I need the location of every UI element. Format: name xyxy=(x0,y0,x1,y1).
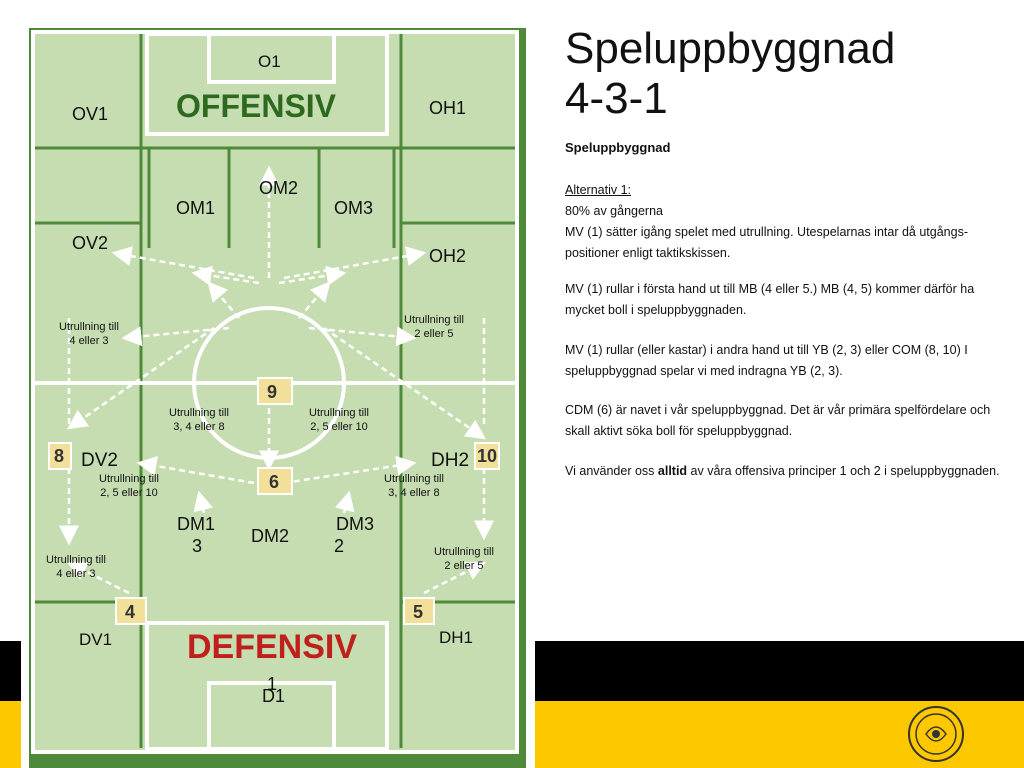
player-6: 6 xyxy=(269,472,280,492)
zone-om2: OM2 xyxy=(259,178,299,198)
player-1: 1 xyxy=(267,674,278,694)
pitch-field xyxy=(31,30,519,754)
para-principles: Vi använder oss alltid av våra offensiva… xyxy=(565,461,1015,482)
arrow-oh2 xyxy=(283,246,427,280)
arrow-bottom-right xyxy=(423,561,487,595)
alt-percent: 80% av gångerna xyxy=(565,204,663,218)
club-logo-icon xyxy=(908,706,964,762)
note-low-left: Utrullning till 2, 5 eller 10 xyxy=(99,473,159,499)
player-4: 4 xyxy=(125,602,136,622)
player-3: 3 xyxy=(192,536,203,556)
pitch: O1 OFFENSIV OV1 OH1 OM2 OM1 OM3 OV2 OH2 … xyxy=(29,28,526,768)
zone-om3: OM3 xyxy=(334,198,374,218)
alt-desc: MV (1) sätter igång spelet med utrullnin… xyxy=(565,225,968,260)
arrow-left-top xyxy=(121,326,230,347)
arrow-om3b xyxy=(298,281,331,319)
alt-label: Alternativ 1: xyxy=(565,183,632,197)
zone-ov1: OV1 xyxy=(72,104,109,124)
arrow-om1b xyxy=(207,281,240,319)
zone-dm2: DM2 xyxy=(251,526,290,546)
note-bot-left: Utrullning till 4 eller 3 xyxy=(46,554,106,580)
zone-dh2: DH2 xyxy=(431,450,470,471)
note-top-left: Utrullning till 4 eller 3 xyxy=(59,321,119,347)
badge-p9 xyxy=(257,377,293,405)
arrow-right-top xyxy=(308,326,417,347)
note-mid-right: Utrullning till 2, 5 eller 10 xyxy=(309,407,369,433)
arrow-dh2 xyxy=(283,455,417,485)
zone-ov2: OV2 xyxy=(72,233,109,253)
note-bot-right: Utrullning till 2 eller 5 xyxy=(434,546,494,572)
player-5: 5 xyxy=(413,602,424,622)
arrow-om3 xyxy=(278,265,347,286)
tactics-diagram: O1 OFFENSIV OV1 OH1 OM2 OM1 OM3 OV2 OH2 … xyxy=(21,20,535,768)
zone-dv2: DV2 xyxy=(81,450,118,471)
pitch-lines xyxy=(31,30,519,754)
arrow-dm1 xyxy=(193,490,213,514)
zone-dv1: DV1 xyxy=(79,630,113,649)
note-top-right: Utrullning till 2 eller 5 xyxy=(404,314,464,340)
zone-dh1: DH1 xyxy=(439,628,474,647)
note-low-right: Utrullning till 3, 4 eller 8 xyxy=(384,473,444,499)
badge-p5 xyxy=(403,597,435,625)
slide-title-line2: 4-3-1 xyxy=(565,74,668,123)
arrow-bottom-left xyxy=(66,561,130,595)
arrow-dm3 xyxy=(335,490,355,514)
para5-pre: Vi använder oss xyxy=(565,464,658,478)
para5-post: av våra offensiva principer 1 och 2 i sp… xyxy=(687,464,1000,478)
arrow-p10 xyxy=(323,326,487,440)
para5-bold: alltid xyxy=(657,464,688,478)
zone-dm3: DM3 xyxy=(336,514,375,534)
zone-dm1: DM1 xyxy=(177,514,216,534)
slide-subtitle: Speluppbyggnad xyxy=(565,140,671,155)
para-cdm: CDM (6) är navet i vår speluppbyggnad. D… xyxy=(565,403,991,438)
alternative-block: Alternativ 1: 80% av gångerna MV (1) sät… xyxy=(565,180,1015,264)
zone-oh1: OH1 xyxy=(429,98,467,118)
slide-title-line1: Speluppbyggnad xyxy=(565,24,896,73)
para-yb: MV (1) rullar (eller kastar) i andra han… xyxy=(565,343,968,378)
note-mid-left: Utrullning till 3, 4 eller 8 xyxy=(169,407,229,433)
badge-p8 xyxy=(48,442,72,470)
zone-oh2: OH2 xyxy=(429,246,467,266)
slide-title: Speluppbyggnad 4-3-1 xyxy=(565,24,895,124)
zone-d1: D1 xyxy=(262,686,286,706)
arrow-ov2 xyxy=(111,246,255,280)
player-9: 9 xyxy=(267,382,278,402)
zone-om1: OM1 xyxy=(176,198,216,218)
badge-p6 xyxy=(257,467,293,495)
player-2: 2 xyxy=(334,536,345,556)
para-mb: MV (1) rullar i första hand ut till MB (… xyxy=(565,282,975,317)
zone-o1: O1 xyxy=(258,52,281,71)
offensiv-label: OFFENSIV xyxy=(176,88,337,124)
arrow-om1 xyxy=(191,265,260,286)
badge-p4 xyxy=(115,597,147,625)
player-8: 8 xyxy=(54,446,65,466)
defensiv-label: DEFENSIV xyxy=(187,628,358,666)
player-10: 10 xyxy=(477,446,498,466)
badge-p10 xyxy=(474,442,500,470)
